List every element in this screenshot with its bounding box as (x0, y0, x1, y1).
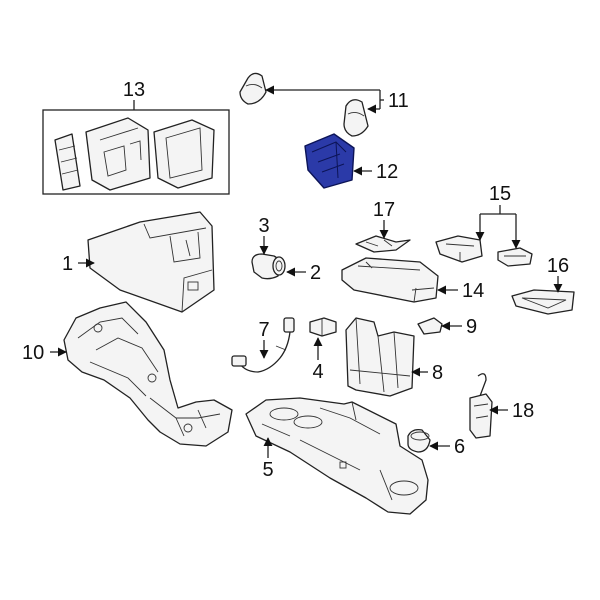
part-8-storage-bin[interactable] (345, 317, 415, 397)
callout-13: 13 (123, 79, 145, 101)
callout-2: 2 (310, 262, 321, 284)
callout-18: 18 (512, 400, 534, 422)
part-1-console-panel[interactable] (87, 211, 215, 313)
callout-4: 4 (312, 361, 323, 383)
part-16-tray[interactable] (511, 289, 575, 315)
part-10-console-frame[interactable] (63, 301, 233, 447)
part-4-switch[interactable] (309, 317, 337, 337)
callout-5: 5 (262, 459, 273, 481)
part-11-shift-knob[interactable] (239, 72, 369, 137)
callout-11: 11 (388, 90, 409, 112)
callout-8: 8 (432, 362, 443, 384)
callout-numbers: 13 11 12 15 17 3 2 1 14 16 10 7 4 9 8 18… (22, 79, 569, 481)
leader-lines (50, 85, 563, 458)
callout-12: 12 (376, 161, 398, 183)
part-9-clip[interactable] (417, 317, 443, 335)
part-12-shift-boot-highlighted[interactable] (304, 133, 355, 189)
callout-9: 9 (466, 316, 477, 338)
part-14-armrest[interactable] (341, 257, 439, 303)
callout-10: 10 (22, 342, 44, 364)
part-5-console-base[interactable] (245, 397, 429, 515)
part-18-latch[interactable] (469, 373, 493, 439)
callout-3: 3 (258, 215, 269, 237)
part-15-brackets[interactable] (435, 235, 533, 267)
part-2-3-power-outlet[interactable] (251, 253, 286, 280)
part-6-cup-insert[interactable] (407, 428, 431, 453)
callout-17: 17 (373, 199, 395, 221)
part-17-clip[interactable] (355, 235, 411, 253)
callout-14: 14 (462, 280, 484, 302)
callout-15: 15 (489, 183, 511, 205)
part-13-bezel-set[interactable] (42, 109, 230, 195)
callout-7: 7 (258, 319, 269, 341)
part-7-wiring[interactable] (231, 317, 295, 373)
callout-16: 16 (547, 255, 569, 277)
callout-1: 1 (62, 253, 73, 275)
callout-6: 6 (454, 436, 465, 458)
